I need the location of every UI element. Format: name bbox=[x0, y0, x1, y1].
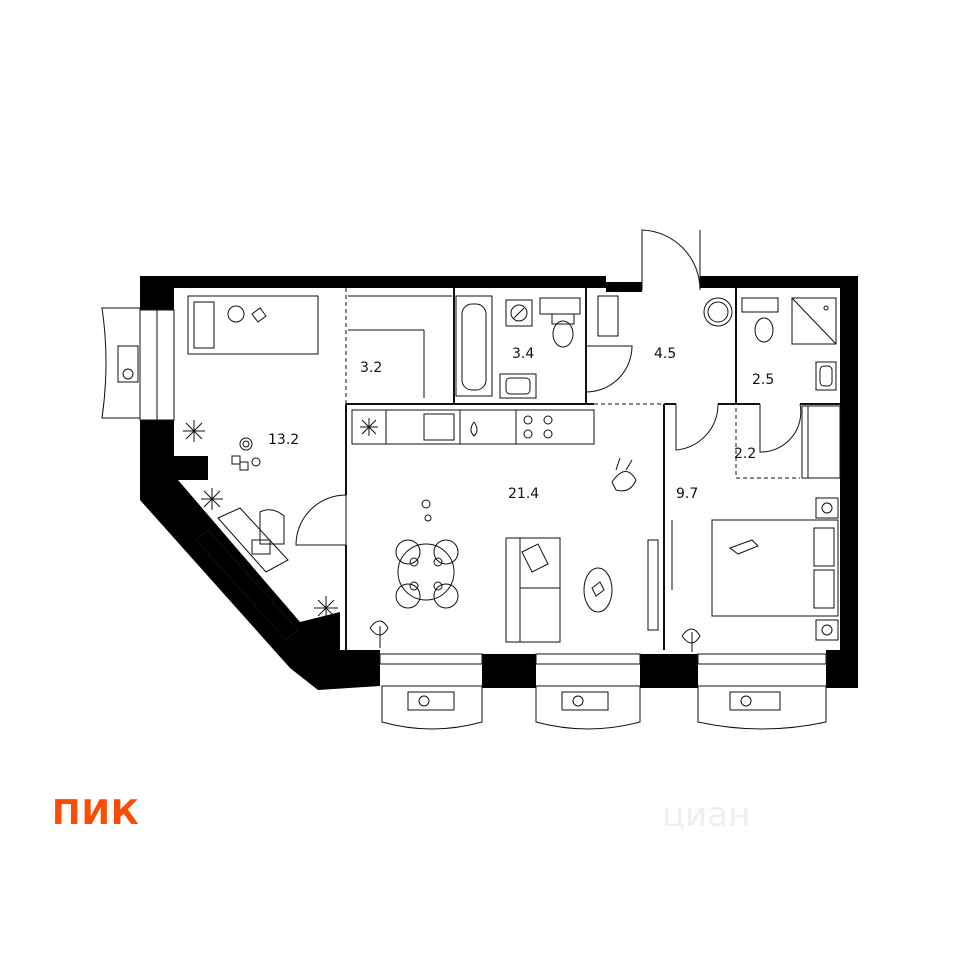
doors bbox=[295, 229, 802, 630]
area-label-hall: 4.5 bbox=[654, 346, 676, 362]
area-label-bedroom-1: 13.2 bbox=[268, 432, 299, 448]
fan-icon bbox=[418, 695, 430, 707]
plant-icon bbox=[369, 620, 389, 648]
sofa-icon bbox=[505, 537, 659, 643]
fan-icon bbox=[572, 695, 584, 707]
sink-icon bbox=[499, 373, 537, 399]
bed-icon bbox=[187, 295, 319, 355]
area-label-closet: 2.2 bbox=[734, 446, 756, 462]
washing-machine-icon bbox=[505, 299, 533, 327]
watermark: циан bbox=[662, 795, 751, 835]
plant-icon bbox=[183, 420, 338, 620]
ac-balcony-bottom-3 bbox=[697, 685, 827, 730]
shaft bbox=[597, 295, 619, 337]
faucet-icon bbox=[470, 421, 478, 437]
bathtub-icon bbox=[455, 295, 493, 397]
cat-icon bbox=[611, 457, 637, 492]
dining-table-icon bbox=[395, 499, 459, 609]
area-label-bathroom: 3.4 bbox=[512, 346, 534, 362]
sink-icon bbox=[423, 413, 455, 441]
fan-icon bbox=[122, 368, 134, 380]
area-label-wc: 2.5 bbox=[752, 372, 774, 388]
ac-balcony-left bbox=[101, 307, 141, 419]
sink-icon bbox=[815, 361, 837, 391]
ac-balcony-bottom-1 bbox=[381, 685, 483, 730]
desk-icon bbox=[217, 507, 289, 573]
toys-icon bbox=[231, 437, 261, 471]
kitchen-counter bbox=[351, 409, 595, 445]
wc-fixtures bbox=[741, 297, 837, 391]
plant-icon bbox=[681, 628, 701, 652]
interior-walls bbox=[139, 288, 840, 665]
bed-icon bbox=[711, 497, 839, 641]
fan-icon bbox=[740, 695, 752, 707]
coat-rack-icon bbox=[703, 297, 733, 327]
exterior-walls bbox=[140, 276, 858, 690]
fridge-icon bbox=[360, 418, 378, 436]
stove-icon bbox=[523, 415, 553, 439]
closet-shelves bbox=[801, 405, 841, 479]
shower-icon bbox=[791, 297, 837, 345]
brand-logo: ПИК bbox=[52, 793, 140, 833]
area-label-kitchen-living: 21.4 bbox=[508, 486, 539, 502]
ac-balcony-bottom-2 bbox=[535, 685, 641, 730]
toilet-icon bbox=[539, 297, 581, 348]
area-label-bedroom-2: 9.7 bbox=[676, 486, 698, 502]
area-label-storage: 3.2 bbox=[360, 360, 382, 376]
